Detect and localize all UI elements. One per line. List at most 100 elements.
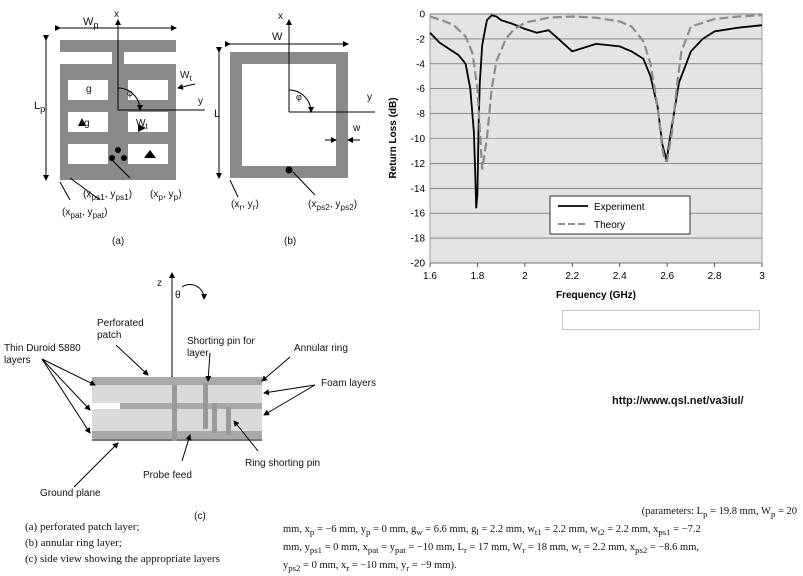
b-w-label: W xyxy=(272,31,283,43)
c-shorting-label: Shorting pin for xyxy=(187,336,255,347)
p3a: mm, y xyxy=(283,542,310,554)
p3b: = 0 mm, x xyxy=(322,542,368,554)
p2g: = 2.2 mm, x xyxy=(604,524,659,536)
yps1-sub: ps1 xyxy=(115,192,129,202)
c-ground-label: Ground plane xyxy=(40,488,101,499)
wp-text: W xyxy=(83,16,94,28)
chart-series xyxy=(429,14,763,209)
series-line-theory xyxy=(429,14,763,170)
c-patch-label: patch xyxy=(97,330,122,341)
g-label-2: g xyxy=(84,118,90,129)
y-tick-label: -18 xyxy=(411,234,426,245)
lp-text: L xyxy=(34,100,41,112)
p4s1: ps2 xyxy=(288,563,301,574)
xps1-a: (x xyxy=(83,189,92,200)
c-ring-pin-label: Ring shorting pin xyxy=(245,458,321,469)
p4a: y xyxy=(283,560,289,572)
source-url[interactable]: http://www.qsl.net/va3iul/ xyxy=(612,395,744,407)
xr-a: (x xyxy=(231,199,240,210)
wt2-sub: t xyxy=(145,121,148,131)
p1a: (parameters: L xyxy=(641,506,704,517)
panel-a-label: (a) xyxy=(112,236,125,247)
xp-label: (xp, yp) xyxy=(150,189,182,202)
c-perforated-label: Perforated xyxy=(97,318,144,329)
p2s2: p xyxy=(366,527,371,538)
b-wstrip-label: w xyxy=(353,123,361,134)
p1b: = 19.8 mm, W xyxy=(707,506,771,517)
params-line-4: yps2 = 0 mm, xr = −10 mm, yr = −9 mm). xyxy=(283,560,457,574)
panel-b-label: (b) xyxy=(284,236,297,247)
xps1-b: , y xyxy=(104,189,116,200)
patch-slots xyxy=(68,52,168,164)
yps2-sub: ps2 xyxy=(340,202,354,212)
empty-caption-box xyxy=(562,310,760,330)
p3e: = 17 mm, W xyxy=(466,542,523,554)
xps1-sub: ps1 xyxy=(91,192,105,202)
wt-sub: t xyxy=(189,73,192,83)
p2e: = 2.2 mm, w xyxy=(478,524,535,536)
y-tick-label: -20 xyxy=(411,259,426,270)
p3s1: ps1 xyxy=(309,545,322,556)
p4c: = −10 mm, y xyxy=(349,560,407,572)
a-y-axis-label: y xyxy=(198,96,203,107)
xp-sub: p xyxy=(158,192,163,202)
wp-sub: p xyxy=(93,20,99,31)
p3s2: pat xyxy=(367,545,379,556)
xps2-b: , y xyxy=(329,199,341,210)
xr-close: ) xyxy=(255,199,259,210)
x-tick-label: 1.8 xyxy=(470,271,484,282)
chart-y-axis-title: Return Loss (dB) xyxy=(388,97,399,178)
p3f: = 18 mm, w xyxy=(525,542,579,554)
yr-sub: r xyxy=(252,202,256,212)
xps2-sub: ps2 xyxy=(316,202,330,212)
y-tick-label: -2 xyxy=(416,34,425,45)
p3s4: r xyxy=(463,545,467,556)
c-probe-label: Probe feed xyxy=(143,470,192,481)
c-foam-label: Foam layers xyxy=(321,378,377,389)
xpat-sub: pat xyxy=(70,210,82,220)
wt-label-2: Wt xyxy=(136,118,148,131)
c-z-axis-label: z xyxy=(157,278,162,289)
ypat-sub: pat xyxy=(92,210,105,220)
panel-b-diagram xyxy=(216,19,375,198)
b-x-axis-label: x xyxy=(278,11,283,22)
p4s3: r xyxy=(406,563,410,574)
g-label-1: g xyxy=(86,84,92,95)
p2d: = 6.6 mm, g xyxy=(422,524,477,536)
xps2-a: (x xyxy=(308,199,317,210)
x-tick-label: 3 xyxy=(759,271,765,282)
legend-theory: Theory xyxy=(594,220,625,231)
p3s7: ps2 xyxy=(635,545,648,556)
x-tick-label: 2 xyxy=(522,271,528,282)
panel-c-diagram xyxy=(41,272,316,488)
caption-c: (c) side view showing the appropriate la… xyxy=(25,553,220,565)
p2a: mm, x xyxy=(283,524,310,536)
lp-label: Lp xyxy=(34,100,45,114)
yp-sub: p xyxy=(173,192,179,202)
p2c: = 0 mm, g xyxy=(370,524,417,536)
chart-y-ticks: 0-2-4-6-8-10-12-14-16-18-20 xyxy=(411,10,426,270)
b-y-axis-label: y xyxy=(367,92,372,103)
y-tick-label: -6 xyxy=(416,84,425,95)
p3s5: r xyxy=(522,545,526,556)
p3c: = y xyxy=(378,542,396,554)
y-tick-label: -16 xyxy=(411,209,426,220)
b-l-label: L xyxy=(214,108,221,120)
xps2-label: (xps2, yps2) xyxy=(308,199,357,212)
p3d: = −10 mm, L xyxy=(405,542,464,554)
x-tick-label: 1.6 xyxy=(423,271,437,282)
p3s6: t xyxy=(578,545,582,556)
panel-c-label: (c) xyxy=(194,511,206,522)
xr-sub: r xyxy=(239,202,243,212)
p3s3: pat xyxy=(395,545,406,556)
chart-x-axis-title: Frequency (GHz) xyxy=(556,290,636,301)
xps1-label: (xps1, yps1) xyxy=(83,189,132,202)
xr-b: , y xyxy=(242,199,253,210)
p1c: = 20 xyxy=(775,506,797,517)
y-tick-label: -8 xyxy=(416,109,425,120)
chart-grid xyxy=(430,13,762,264)
xpat-label: (xpat, ypat) xyxy=(62,207,107,220)
p1s: p xyxy=(703,509,708,520)
p1s2: p xyxy=(770,509,776,520)
wt2-text: W xyxy=(136,118,146,129)
